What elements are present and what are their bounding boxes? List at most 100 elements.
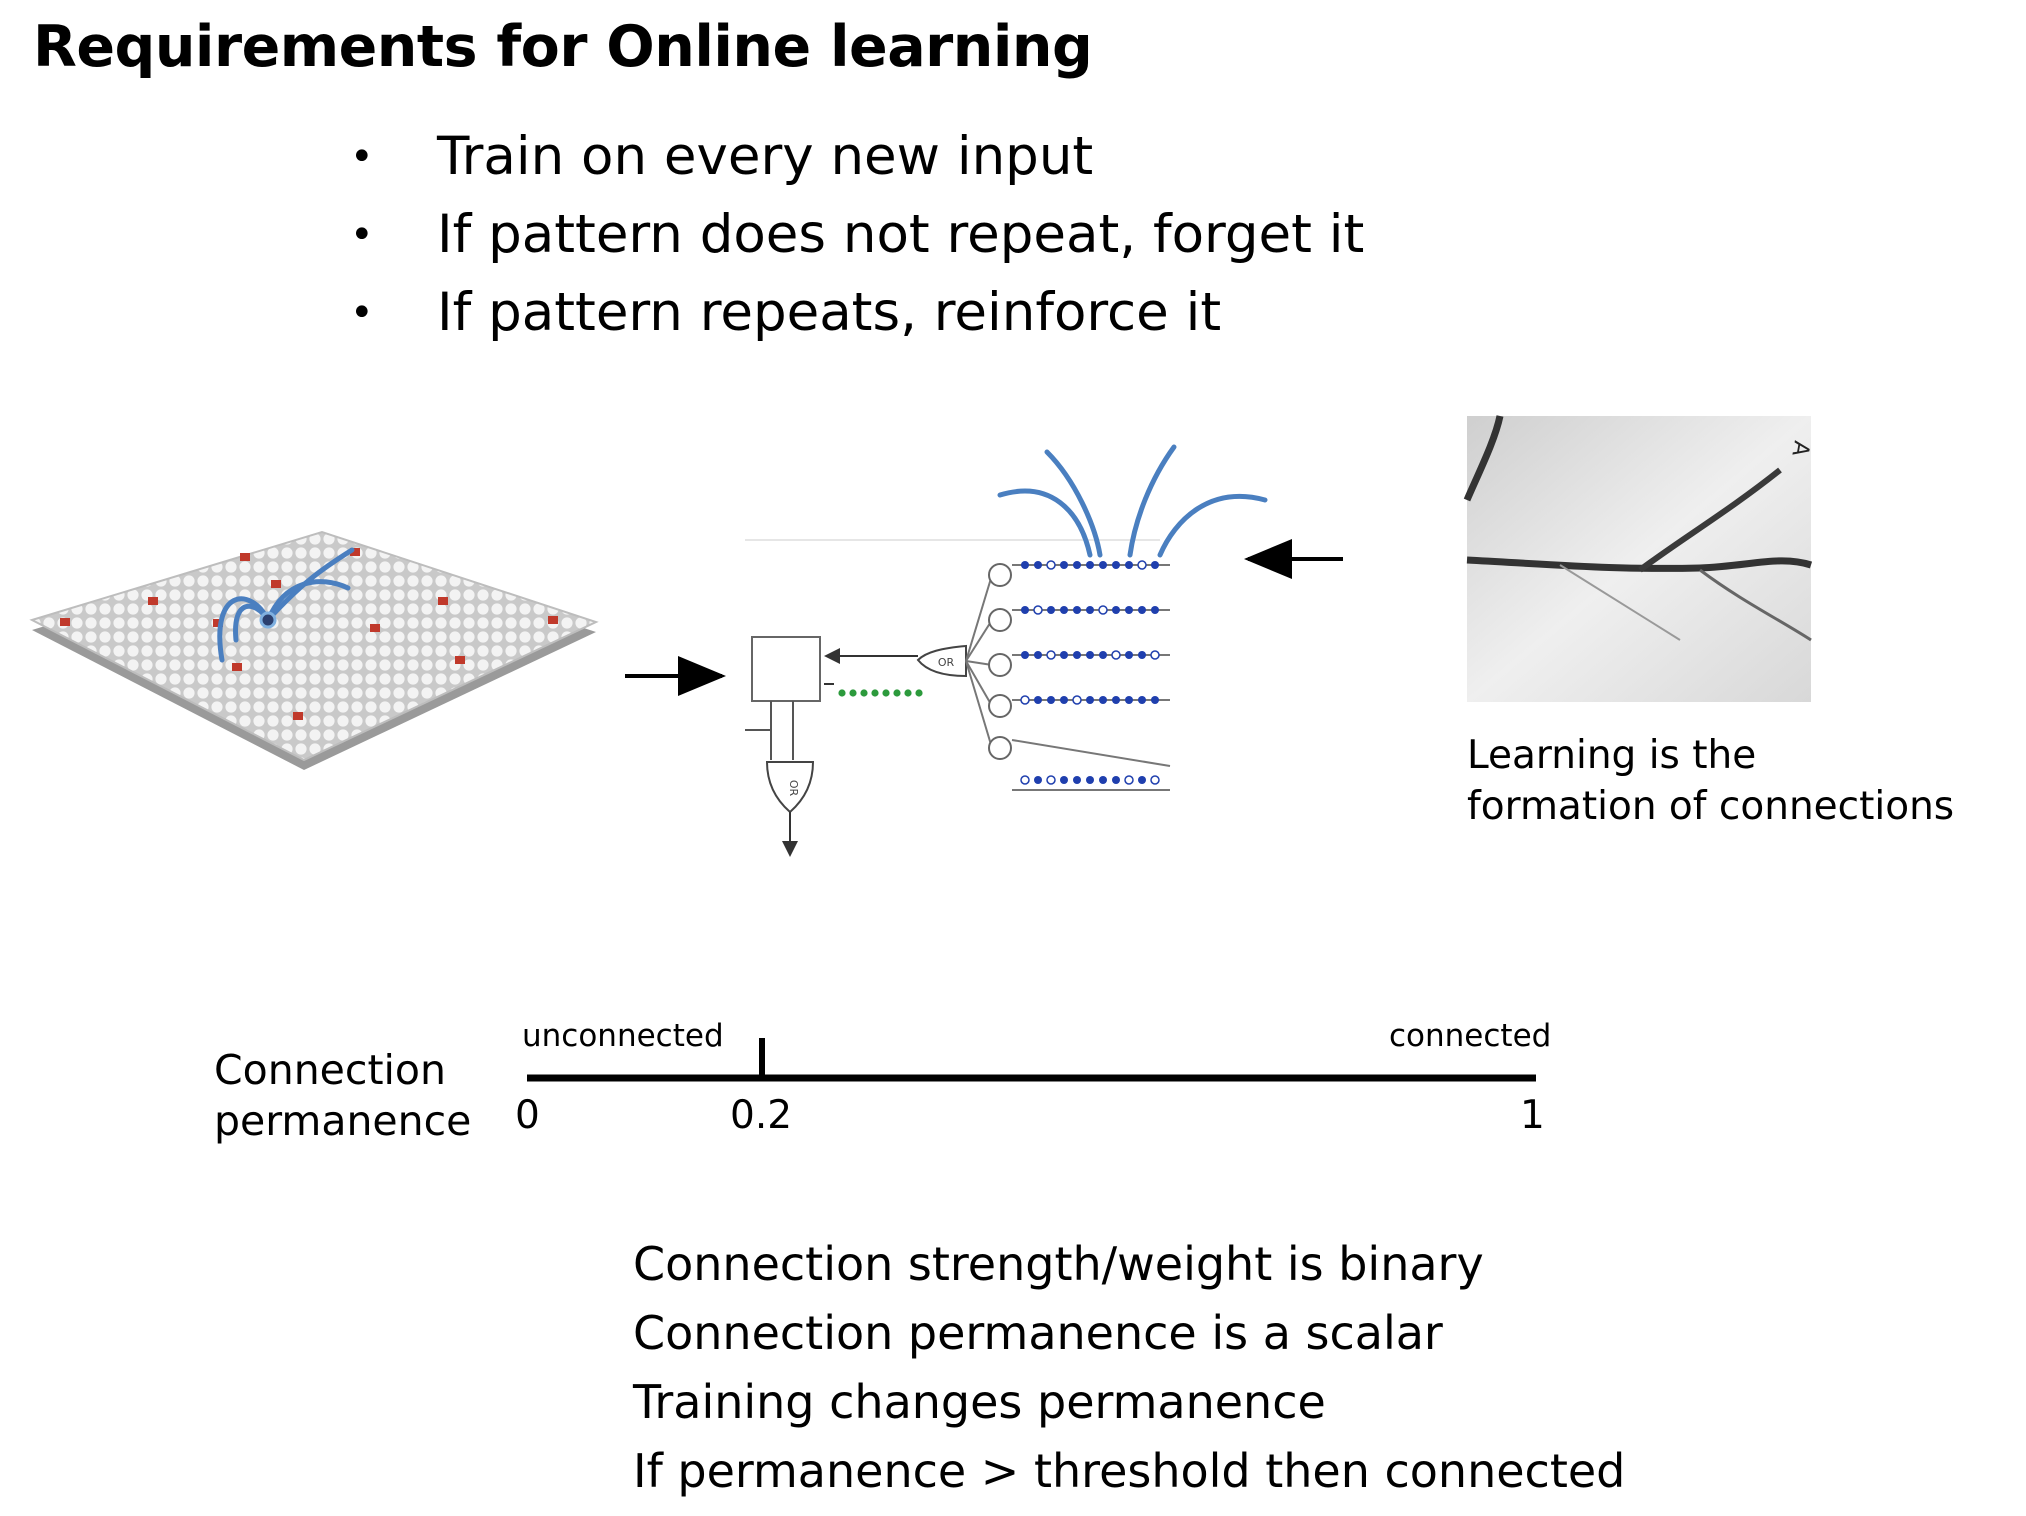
synapse-dot <box>1086 776 1094 784</box>
note-line: If permanence > threshold then connected <box>633 1444 1626 1498</box>
synapse-dot <box>1138 696 1146 704</box>
synapse-dot <box>1073 776 1081 784</box>
threshold-nodes <box>988 563 1012 760</box>
synapse-dot <box>871 689 879 697</box>
selected-cell <box>259 611 277 629</box>
synapse-dot <box>1112 606 1120 614</box>
active-cell <box>350 548 360 556</box>
synapse-dot <box>904 689 912 697</box>
bullet-item: If pattern does not repeat, forget it <box>350 196 1364 274</box>
cell-body-box <box>751 636 821 702</box>
synapse-dot <box>1021 651 1029 659</box>
synapse-dot <box>1099 651 1107 659</box>
synapse-dot <box>1111 650 1121 660</box>
active-cell <box>148 597 158 605</box>
segment-wire <box>965 619 993 662</box>
neuron-model: OR OR <box>745 444 1268 857</box>
active-cell <box>213 619 223 627</box>
threshold-node <box>988 653 1012 677</box>
photo-letter: A <box>1786 439 1813 458</box>
synapse-dot <box>1020 775 1030 785</box>
connected-label: connected <box>1389 1018 1552 1054</box>
synapse-dot <box>1047 696 1055 704</box>
dendrite-branch <box>265 547 355 623</box>
synapse-dot <box>1046 775 1056 785</box>
active-cell <box>548 616 558 624</box>
or-gate-label: OR <box>938 656 955 669</box>
synapse-dot <box>1150 775 1160 785</box>
dendrite-branch <box>1157 493 1268 558</box>
synapse-dot <box>1033 605 1043 615</box>
synapse-dot <box>860 689 868 697</box>
synapse-dot <box>1086 606 1094 614</box>
threshold-node <box>988 736 1012 760</box>
synapse-dot <box>1150 650 1160 660</box>
synapse-dot <box>849 689 857 697</box>
segment-wire <box>965 574 993 662</box>
synapse-dot <box>882 689 890 697</box>
synapse-dot <box>1073 561 1081 569</box>
synapse-dot <box>1086 561 1094 569</box>
synapse-dot <box>1151 696 1159 704</box>
synapse-dot <box>1138 606 1146 614</box>
cortical-sheet <box>29 530 599 770</box>
synapse-row <box>1020 695 1159 705</box>
segment-wire <box>965 660 993 707</box>
synapse-dot <box>1099 696 1107 704</box>
note-line: Training changes permanence <box>633 1375 1326 1429</box>
note-line: Connection strength/weight is binary <box>633 1237 1484 1291</box>
synapse-dot <box>1021 606 1029 614</box>
synapse-dot <box>1137 560 1147 570</box>
synapse-dot <box>1034 561 1042 569</box>
synapse-dot <box>1047 606 1055 614</box>
synapse-dot <box>1060 606 1068 614</box>
segment-wire <box>965 660 993 749</box>
proximal-synapses <box>838 689 923 697</box>
requirements-list: Train on every new input If pattern does… <box>350 118 1364 352</box>
permanence-label: Connection permanence <box>214 1045 471 1147</box>
tick-label-min: 0 <box>515 1093 540 1138</box>
threshold-node <box>988 608 1012 632</box>
synapse-row <box>1021 560 1159 570</box>
unconnected-label: unconnected <box>522 1018 724 1054</box>
or-gate-bottom <box>765 761 815 814</box>
synapse-dot <box>1125 606 1133 614</box>
active-cell <box>232 663 242 671</box>
synapse-dot <box>1098 605 1108 615</box>
label-line: Connection <box>214 1046 446 1094</box>
active-cell <box>240 553 250 561</box>
photo-caption: Learning is the formation of connections <box>1467 730 1954 832</box>
active-cells <box>60 548 558 720</box>
active-cell <box>60 618 70 626</box>
synapse-dot <box>838 689 846 697</box>
tick-label-threshold: 0.2 <box>730 1093 793 1138</box>
synapse-row <box>1021 650 1160 660</box>
synapse-dot <box>1021 561 1029 569</box>
synapse-dot <box>1125 696 1133 704</box>
permanence-scale <box>527 1038 1536 1082</box>
synapse-dot <box>1125 651 1133 659</box>
synapse-dot <box>915 689 923 697</box>
synapse-dot <box>1073 651 1081 659</box>
or-gate-dendrite <box>916 644 967 678</box>
segment-line <box>1011 739 1171 767</box>
synapse-dot <box>1112 776 1120 784</box>
slide-title: Requirements for Online learning <box>33 14 1093 80</box>
synapse-dot <box>1046 650 1056 660</box>
dendrite-branch-photo <box>1559 564 1681 641</box>
synapse-dot <box>1151 606 1159 614</box>
synapse-dot <box>1099 776 1107 784</box>
synapse-dot <box>1125 561 1133 569</box>
dendrite-branch <box>997 488 1093 558</box>
notes-block: Connection strength/weight is binary Con… <box>633 1230 1625 1506</box>
synapse-dot <box>1086 696 1094 704</box>
synapse-dot <box>1073 606 1081 614</box>
active-cell <box>455 656 465 664</box>
synapse-dot <box>1060 696 1068 704</box>
threshold-node <box>988 563 1012 587</box>
active-cell <box>438 597 448 605</box>
caption-line: formation of connections <box>1467 784 1955 829</box>
dendrite-branch-photo <box>1699 568 1812 642</box>
synapse-dot <box>1138 651 1146 659</box>
